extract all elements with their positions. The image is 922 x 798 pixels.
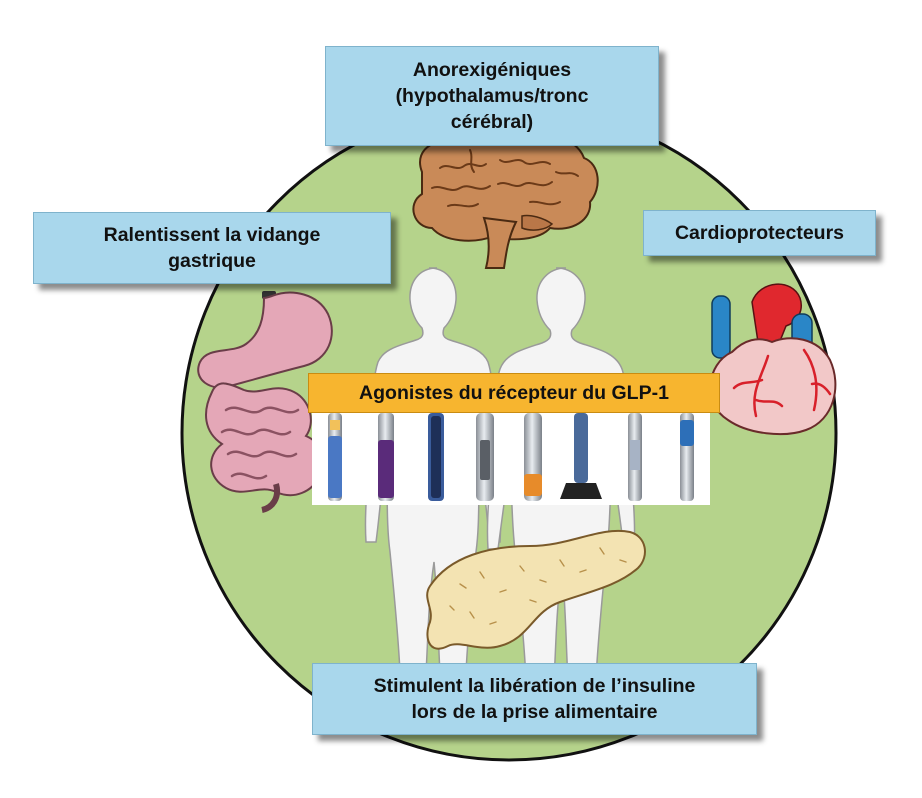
label-gastric-emptying: Ralentissent la vidange gastrique — [33, 212, 391, 284]
pen-4 — [476, 413, 494, 501]
heart-icon — [709, 283, 837, 436]
pen-7 — [628, 413, 642, 501]
label-glp1-agonists: Agonistes du récepteur du GLP-1 — [308, 373, 720, 413]
pen-5 — [524, 413, 542, 501]
pen-2 — [378, 413, 394, 501]
label-insulin-release: Stimulent la libération de l’insuline lo… — [312, 663, 757, 735]
injection-pens-icon — [312, 413, 710, 505]
stomach-intestine-icon — [197, 291, 333, 513]
label-cardioprotective: Cardioprotecteurs — [643, 210, 876, 256]
pancreas-icon — [426, 529, 646, 650]
brain-icon — [412, 129, 599, 269]
pen-8 — [680, 413, 694, 501]
pen-3 — [428, 413, 444, 501]
pen-6 — [560, 413, 602, 499]
pen-1 — [328, 413, 342, 501]
label-anorexigenic: Anorexigéniques (hypothalamus/tronc céré… — [325, 46, 659, 146]
